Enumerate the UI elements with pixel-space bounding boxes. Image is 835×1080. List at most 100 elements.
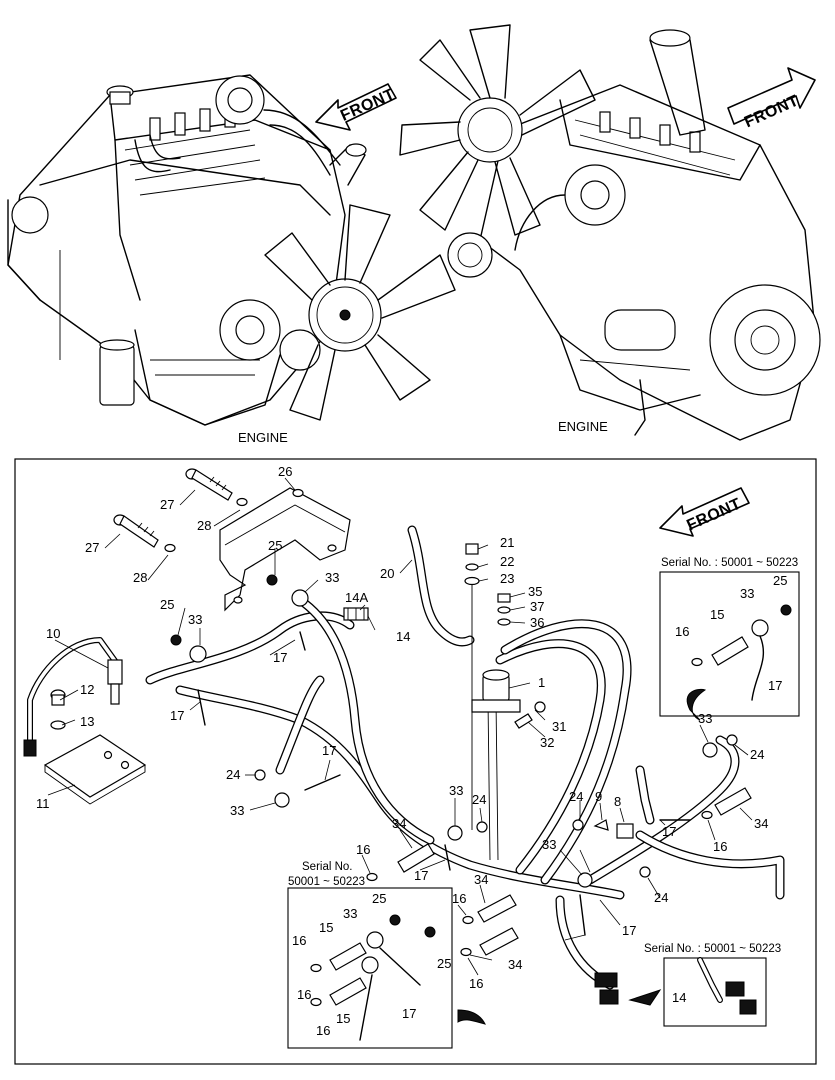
inset-bl-callout-25b: 25 [437,956,451,971]
inset-top-right-title: Serial No. : 50001 ~ 50223 [661,557,798,569]
inset-bl-callout-25a: 25 [372,891,386,906]
callout-17a: 17 [170,708,184,723]
front-arrow-right: FRONT [727,67,816,131]
callout-28a: 28 [197,518,211,533]
front-arrow-harness: FRONT [659,487,750,537]
callout-21: 21 [500,535,514,550]
callout-17e: 17 [622,923,636,938]
callout-1: 1 [538,675,545,690]
callout-24b: 24 [472,792,486,807]
inset-bl-callout-16c: 16 [316,1023,330,1038]
callout-34b: 34 [474,872,488,887]
inset-bl-title-1: Serial No. [302,861,353,873]
grommet-8-9 [593,819,634,839]
callout-16c: 16 [469,976,483,991]
engine-view-left [7,74,456,426]
callout-25b: 25 [268,538,282,553]
inset-bl-callout-15b: 15 [336,1011,350,1026]
callout-36: 36 [530,615,544,630]
inset-bottom-left: Serial No. 50001 ~ 50223 25 33 15 16 25 … [287,861,453,1049]
callout-33a: 33 [188,612,202,627]
callout-28b: 28 [133,570,147,585]
fan-left [264,204,456,421]
bolt-27-upper [185,468,248,507]
inset-tr-callout-16: 16 [675,624,689,639]
front-label-left: FRONT [338,86,398,125]
callout-35: 35 [528,584,542,599]
callout-34a: 34 [392,816,406,831]
callout-24a: 24 [226,767,240,782]
callout-14a: 14A [345,590,368,605]
sensor-10 [23,637,123,757]
inset-bl-callout-17: 17 [402,1006,416,1021]
inset-br-pointer [628,989,662,1006]
callout-24c: 24 [569,789,583,804]
callout-34d: 34 [754,816,768,831]
callout-33b: 33 [325,570,339,585]
callout-32: 32 [540,735,554,750]
bolts-25 [170,574,278,646]
bolt-stack-21-23 [464,543,480,830]
callout-9: 9 [595,789,602,804]
callout-33d: 33 [449,783,463,798]
callout-17d: 17 [414,868,428,883]
callout-33c: 33 [230,803,244,818]
engine-caption-right: ENGINE [558,419,608,434]
inset-bl-callout-33: 33 [343,906,357,921]
callout-16a: 16 [356,842,370,857]
callout-10: 10 [46,626,60,641]
inset-tr-callout-17: 17 [768,678,782,693]
engine-caption-left: ENGINE [238,430,288,445]
cable-ties-17 [197,631,691,936]
callout-labels: 1 8 9 10 11 12 13 14 14A 16 16 16 16 17 … [36,464,768,991]
clamps-33 [189,589,718,888]
callout-16d: 16 [713,839,727,854]
callout-14: 14 [396,629,410,644]
callout-13: 13 [80,714,94,729]
sensors-34 [366,787,752,957]
callout-17f: 17 [662,824,676,839]
plate-11 [43,689,147,805]
callout-26: 26 [278,464,292,479]
callout-20: 20 [380,566,394,581]
callout-33e: 33 [542,837,556,852]
inset-bl-callout-16a: 16 [292,933,306,948]
hose-20 [407,525,475,647]
inset-bl-title-2: 50001 ~ 50223 [288,876,365,888]
inset-tr-callout-25: 25 [773,573,787,588]
callout-22: 22 [500,554,514,569]
inset-bl-pointer [457,1009,486,1025]
nuts-24 [254,701,738,878]
callout-16b: 16 [452,891,466,906]
bracket-26 [219,487,351,612]
callout-25a: 25 [160,597,174,612]
callout-8: 8 [614,794,621,809]
callout-37: 37 [530,599,544,614]
inset-tr-callout-33: 33 [740,586,754,601]
inset-br-callout-14: 14 [672,990,686,1005]
callout-12: 12 [80,682,94,697]
callout-31: 31 [552,719,566,734]
callout-27a: 27 [160,497,174,512]
inset-bottom-right: Serial No. : 50001 ~ 50223 14 [644,943,781,1027]
leader-lines [47,477,753,976]
inset-tr-pointer [686,688,707,721]
connector-bottom [594,972,619,1005]
bolt-27-lower [113,514,176,553]
relay-1 [471,669,521,713]
callout-11: 11 [36,796,50,811]
callout-24d: 24 [654,890,668,905]
callout-24e: 24 [750,747,764,762]
callout-27b: 27 [85,540,99,555]
engine-view-right [399,24,821,441]
connector-14a [343,607,369,621]
nut-stack-35-37 [497,593,511,626]
inset-top-right: Serial No. : 50001 ~ 50223 25 33 15 16 1… [659,557,800,717]
callout-17c: 17 [322,743,336,758]
callout-17b: 17 [273,650,287,665]
callout-34c: 34 [508,957,522,972]
harness-frame [14,458,817,1065]
inset-br-title: Serial No. : 50001 ~ 50223 [644,943,781,955]
